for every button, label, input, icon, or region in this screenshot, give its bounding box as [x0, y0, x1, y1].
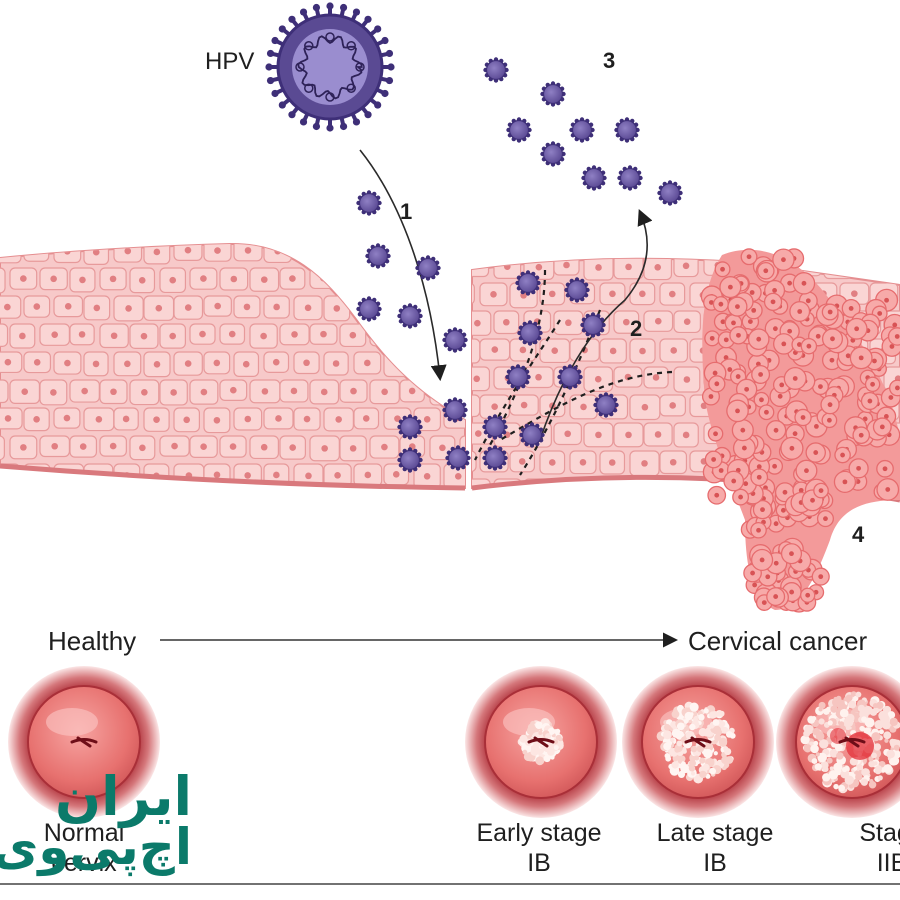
stage-iib-line1: Stage — [859, 819, 900, 847]
stage-late-line1: Late stage — [656, 819, 774, 847]
stage-early-line2: IB — [527, 849, 551, 877]
progression-start-label: Healthy — [48, 626, 137, 656]
watermark-logo: ایران اچ‌پی‌وی — [0, 765, 192, 876]
stage-normal-line2: cervix — [51, 849, 117, 877]
stage-normal-label: Normal cervix — [14, 818, 154, 878]
cervix-illustrations — [8, 666, 900, 818]
hpv-virion-icon — [265, 2, 395, 132]
healthy-epithelium — [0, 242, 466, 491]
tumor-mass — [700, 248, 900, 613]
step-2-label: 2 — [630, 316, 643, 341]
stage-late-ib-label: Late stage IB — [630, 818, 800, 878]
hpv-label: HPV — [205, 48, 255, 75]
stage-late-line2: IB — [703, 849, 727, 877]
stage-early-line1: Early stage — [476, 819, 602, 847]
release-arrow — [539, 209, 653, 441]
progression-end-label: Cervical cancer — [688, 626, 868, 656]
step-4-label: 4 — [852, 522, 865, 547]
watermark-line2: اچ‌پی‌وی — [0, 818, 192, 876]
stage-iib-label: Stage IIB — [822, 818, 900, 878]
virus-particles — [356, 57, 683, 473]
stage-iib-line2: IIB — [876, 849, 900, 877]
entry-arrow — [359, 149, 447, 382]
stage-early-ib-label: Early stage IB — [464, 818, 614, 878]
step-3-label: 3 — [603, 48, 616, 73]
stage-normal-line1: Normal — [43, 819, 125, 847]
step-1-label: 1 — [400, 199, 413, 224]
watermark-line1: ایران — [55, 765, 192, 828]
